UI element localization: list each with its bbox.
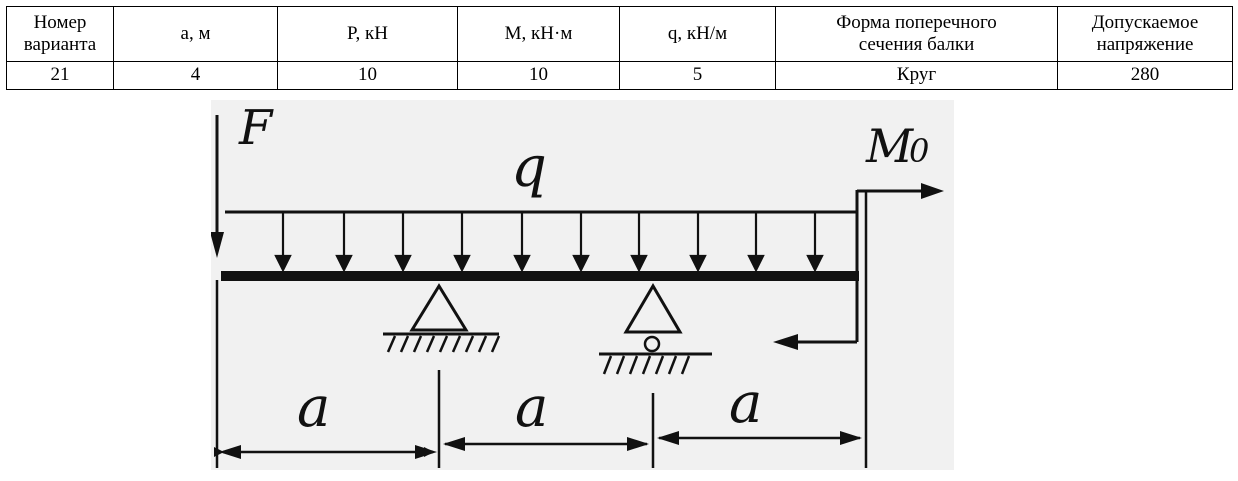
header-allowable-stress: Допускаемое напряжение (1057, 6, 1233, 62)
label-load-q: q (511, 135, 547, 200)
header-cross-section: Форма поперечного сечения балки (775, 6, 1058, 62)
cell-load-q: 5 (619, 60, 776, 91)
dimension-arrowheads (219, 431, 862, 459)
beam (221, 271, 859, 281)
pin-support-left (383, 283, 501, 353)
beam-diagram: F q M 0 a a a (211, 100, 954, 470)
cell-allowable-stress: 280 (1057, 60, 1233, 91)
cell-cross-section: Круг (775, 60, 1058, 91)
cell-length-a: 4 (113, 60, 278, 91)
photo-background (211, 100, 954, 470)
label-moment-m: M (865, 119, 915, 173)
beam-diagram-svg: F q M 0 a a a (211, 100, 954, 470)
cell-variant-number: 21 (6, 60, 114, 91)
header-moment-m: M, кН·м (457, 6, 620, 62)
parameters-table: Номер варианта a, м P, кН M, кН·м q, кН/… (6, 6, 1233, 91)
force-f-arrow (211, 115, 224, 258)
distributed-load (225, 210, 857, 273)
table-row: 21 4 10 10 5 Круг 280 (6, 60, 1233, 91)
label-span-3: a (729, 371, 762, 436)
header-variant-number: Номер варианта (6, 6, 114, 62)
header-length-a: a, м (113, 6, 278, 62)
load-arrows (274, 212, 824, 273)
moment-m0-symbol (773, 183, 944, 350)
table-header-row: Номер варианта a, м P, кН M, кН·м q, кН/… (6, 6, 1233, 62)
dimension-extension-lines (215, 190, 868, 468)
cell-force-p: 10 (277, 60, 458, 91)
roller-support-right (599, 283, 712, 375)
header-force-p: P, кН (277, 6, 458, 62)
label-force-f: F (238, 100, 274, 156)
label-span-2: a (515, 375, 548, 440)
label-span-1: a (297, 375, 330, 440)
cell-moment-m: 10 (457, 60, 620, 91)
dimension-lines (214, 436, 860, 457)
label-moment-subscript: 0 (909, 132, 929, 170)
header-load-q: q, кН/м (619, 6, 776, 62)
